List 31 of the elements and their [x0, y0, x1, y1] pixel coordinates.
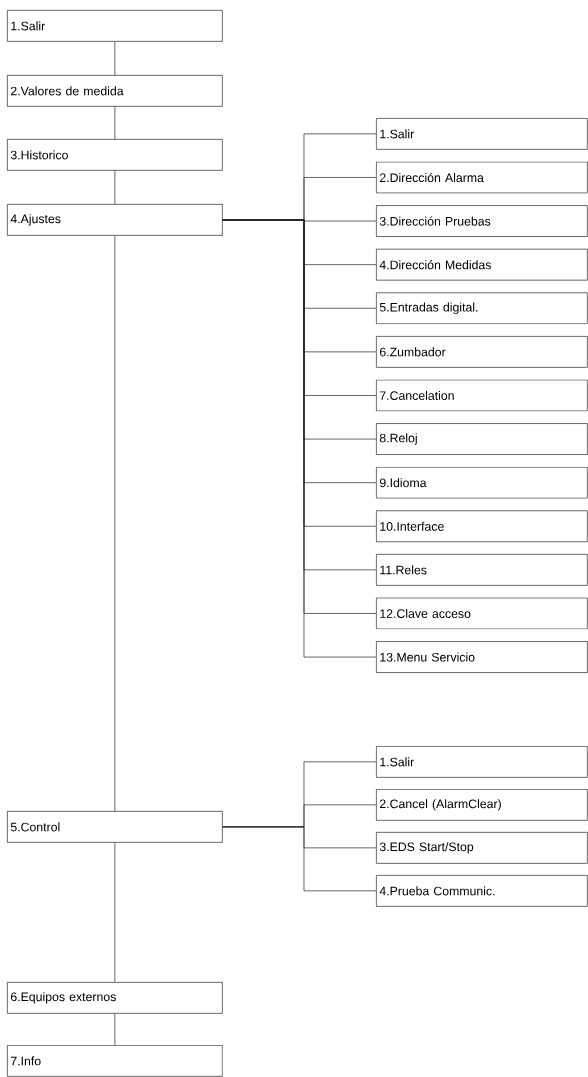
- menu-box: 10.Interface: [376, 510, 588, 543]
- menu-box: 4.Ajustes: [7, 204, 223, 236]
- menu-box: 5.Entradas digital.: [376, 292, 588, 325]
- menu-box: 3.EDS Start/Stop: [376, 832, 588, 864]
- menu-box: 6.Zumbador: [376, 336, 588, 368]
- menu-box: 1.Salir: [376, 746, 588, 778]
- connector-line: [222, 826, 377, 892]
- connector-line: [114, 106, 116, 140]
- menu-box: 7.Info: [7, 1045, 223, 1077]
- menu-box: 13.Menu Servicio: [376, 641, 588, 673]
- menu-box: 9.Idioma: [376, 466, 588, 499]
- menu-box: 3.Dirección Pruebas: [376, 205, 588, 237]
- connector-line: [114, 235, 116, 812]
- menu-box: 1.Salir: [7, 10, 223, 42]
- menu-box: 1.Salir: [376, 118, 588, 150]
- menu-box: 2.Dirección Alarma: [376, 161, 588, 194]
- menu-box: 2.Valores de medida: [7, 75, 223, 107]
- menu-box: 4.Prueba Communic.: [376, 875, 588, 907]
- menu-box: 5.Control: [7, 811, 223, 843]
- menu-box: 4.Dirección Medidas: [376, 248, 588, 281]
- connector-line: [114, 170, 116, 205]
- connector-line: [114, 41, 116, 76]
- connector-line: [114, 842, 116, 983]
- menu-box: 2.Cancel (AlarmClear): [376, 789, 588, 821]
- menu-box: 8.Reloj: [376, 423, 588, 455]
- connector-line: [114, 1013, 116, 1046]
- menu-box: 12.Clave acceso: [376, 597, 588, 630]
- menu-box: 11.Reles: [376, 554, 588, 586]
- menu-box: 3.Historico: [7, 139, 223, 171]
- menu-box: 6.Equipos externos: [7, 982, 223, 1014]
- menu-box: 7.Cancelation: [376, 379, 588, 412]
